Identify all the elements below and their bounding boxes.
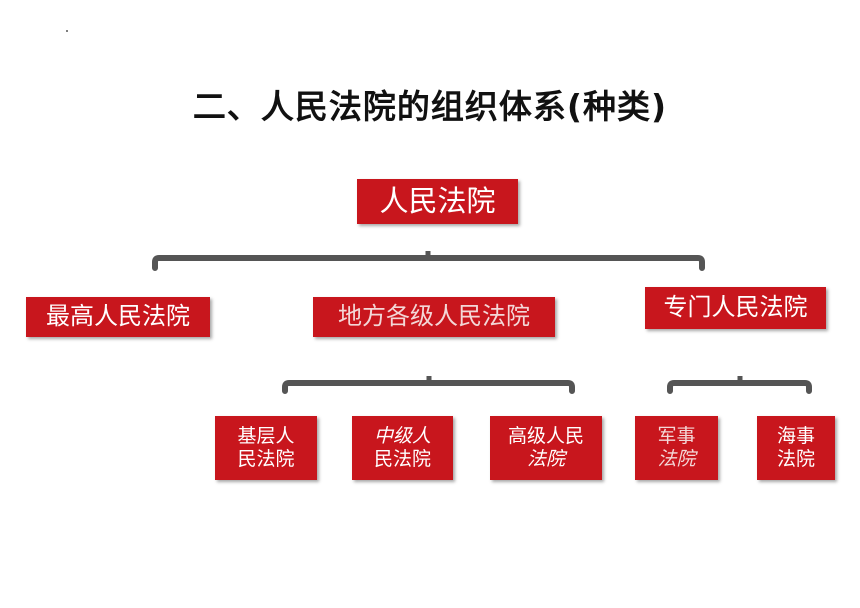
page-title: 二、人民法院的组织体系(种类) [192, 87, 668, 126]
special-bracket [667, 380, 812, 394]
node-basic-court-line2: 民法院 [237, 448, 295, 470]
node-intermediate-court-line1: 中级人 [373, 424, 431, 447]
node-people-court: 人民法院 [357, 179, 518, 224]
node-military-court-line1: 军事 [657, 424, 696, 447]
node-supreme-court-label: 最高人民法院 [46, 302, 190, 331]
local-bracket [282, 380, 575, 394]
node-high-court-line1: 高级人民 [507, 424, 584, 447]
node-basic-court-line1: 基层人 [237, 424, 295, 447]
node-military-court: 军事 法院 [635, 416, 718, 480]
node-intermediate-court: 中级人 民法院 [352, 416, 453, 480]
node-local-courts-label: 地方各级人民法院 [338, 302, 530, 331]
node-basic-court: 基层人 民法院 [215, 416, 317, 480]
node-maritime-court-line1: 海事 [776, 424, 815, 447]
decorative-dot [66, 30, 68, 32]
node-people-court-label: 人民法院 [379, 183, 496, 218]
node-high-court-line2: 法院 [526, 448, 565, 470]
node-special-courts: 专门人民法院 [645, 287, 826, 329]
node-maritime-court: 海事 法院 [757, 416, 835, 480]
node-high-court: 高级人民 法院 [490, 416, 602, 480]
root-bracket [152, 255, 705, 271]
node-military-court-line2: 法院 [657, 448, 696, 470]
node-intermediate-court-line2: 民法院 [373, 448, 431, 470]
node-supreme-court: 最高人民法院 [26, 297, 210, 337]
node-local-courts: 地方各级人民法院 [313, 297, 555, 337]
node-special-courts-label: 专门人民法院 [663, 293, 808, 322]
node-maritime-court-line2: 法院 [776, 448, 815, 470]
